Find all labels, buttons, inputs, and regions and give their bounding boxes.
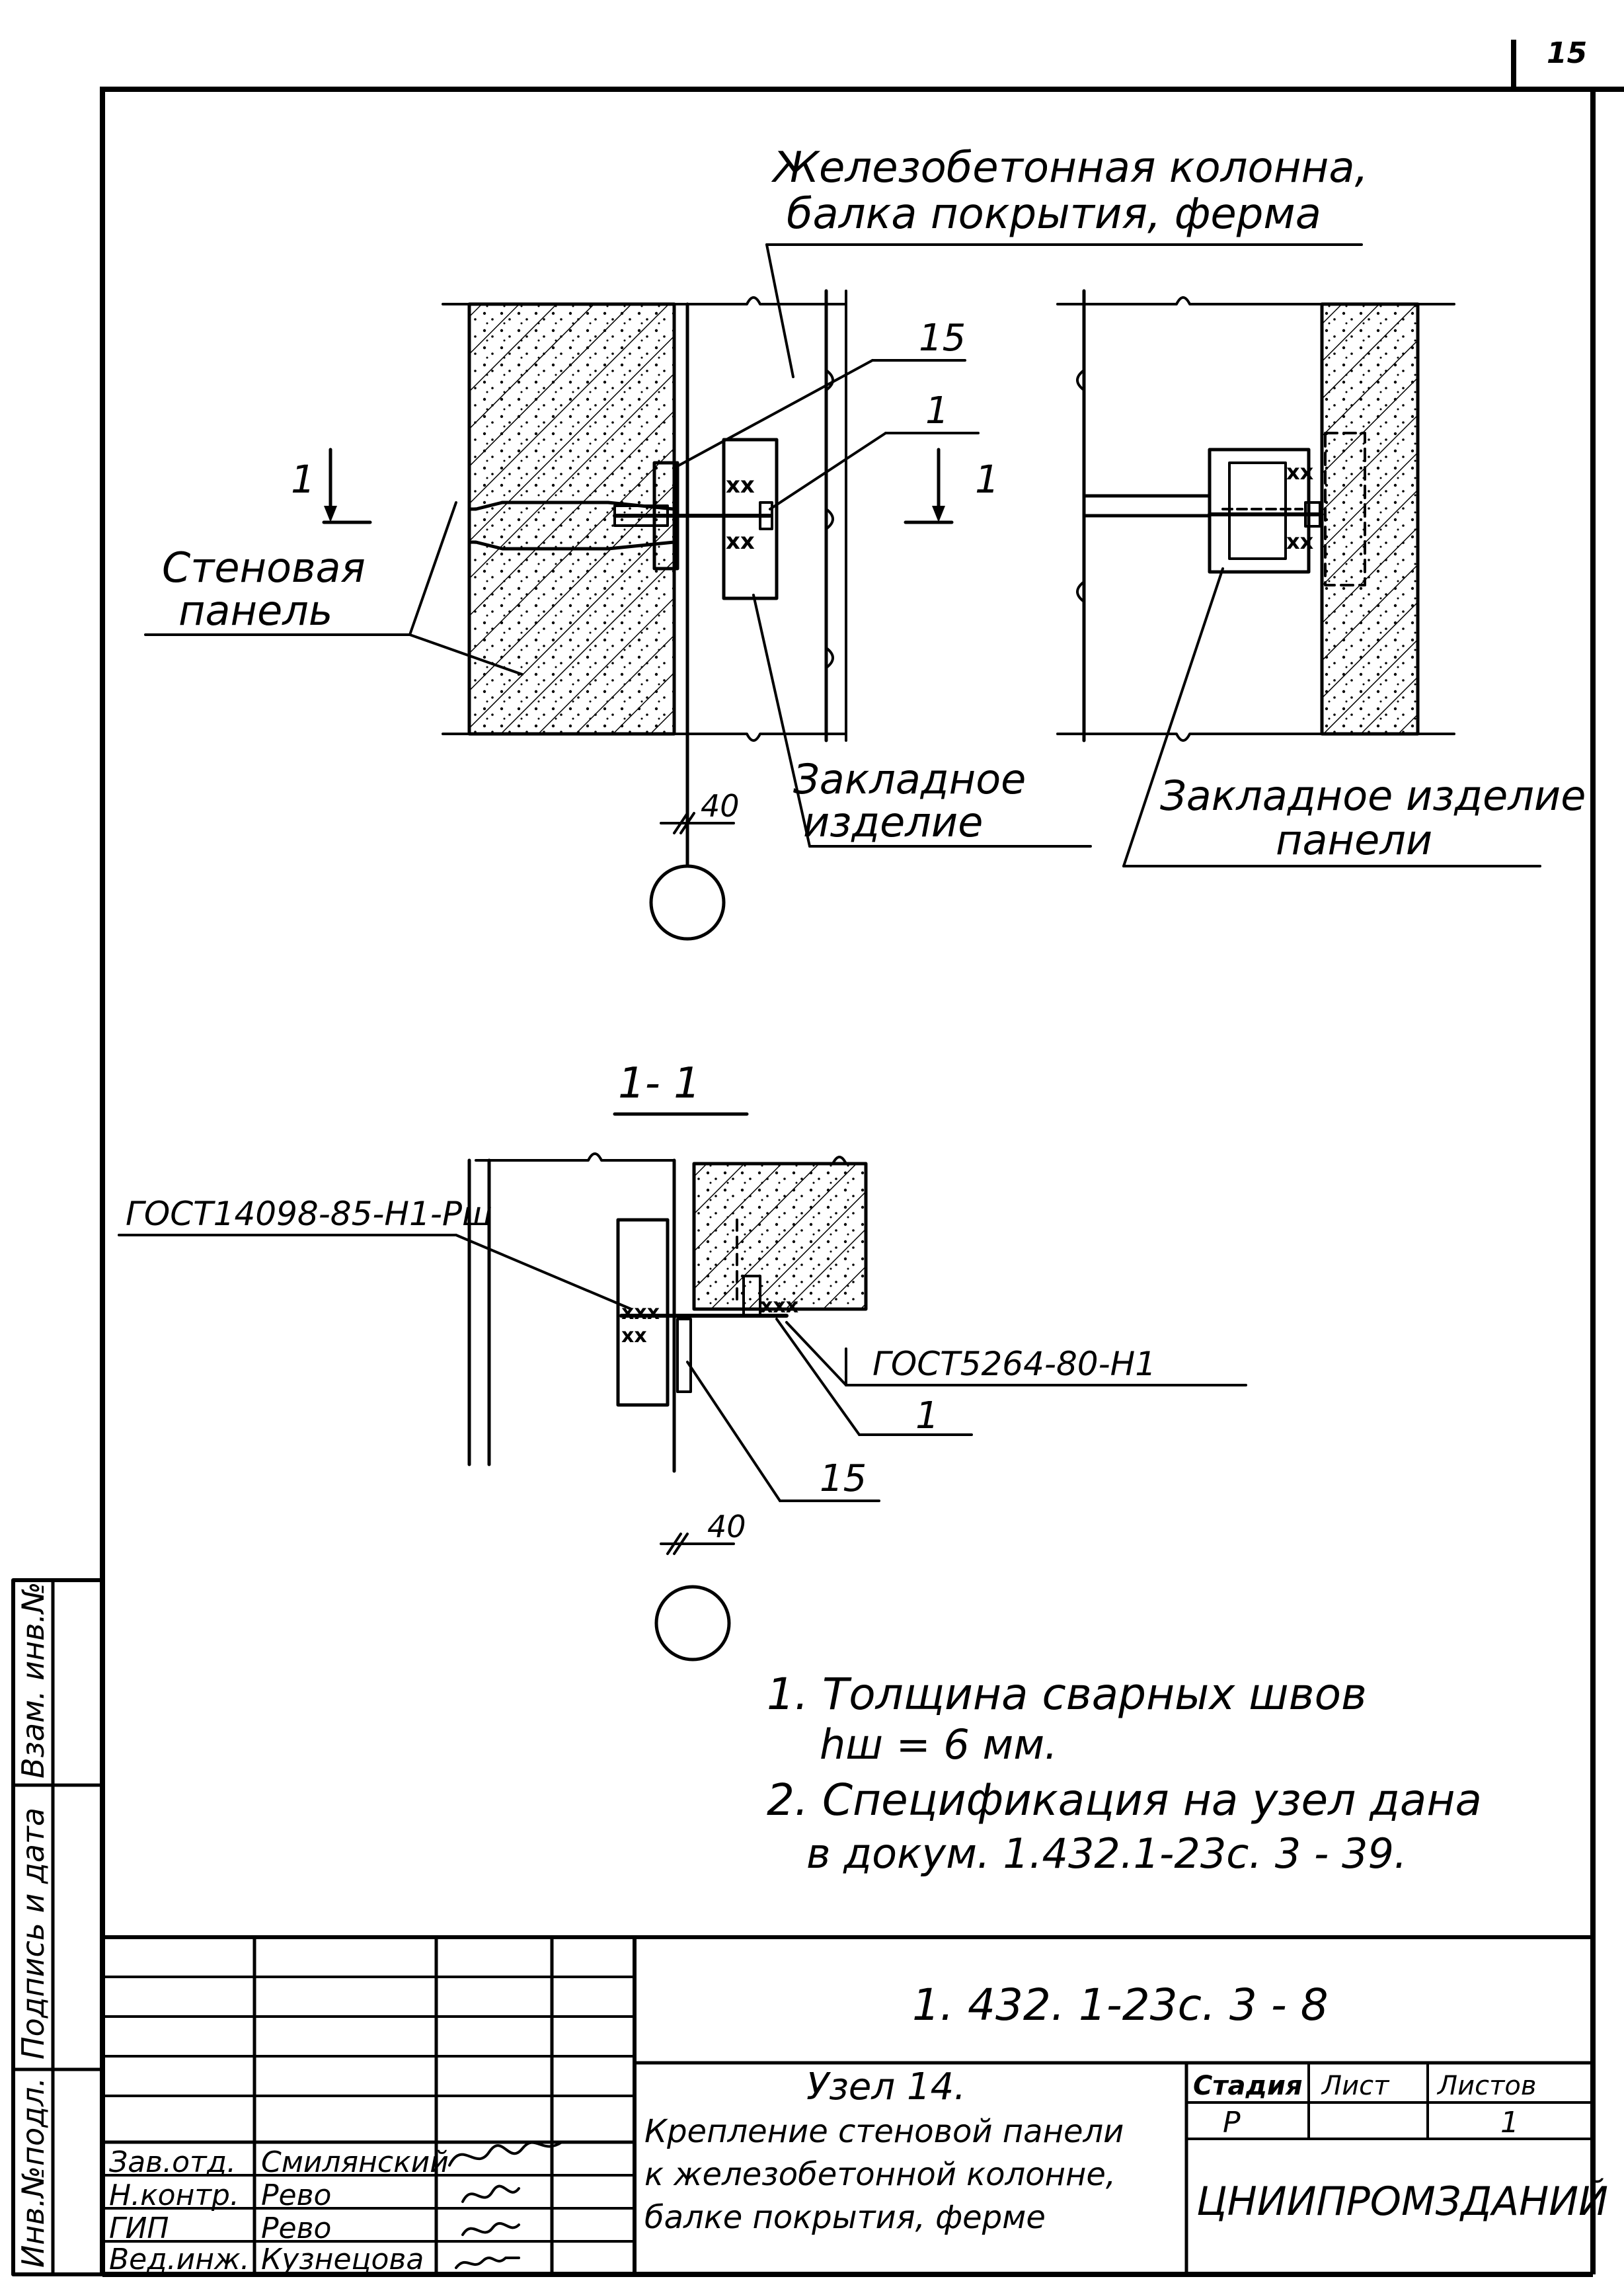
wall-panel-label-line2: панель xyxy=(178,586,332,635)
callout-15-section: 15 xyxy=(820,1457,867,1500)
name-ved-inzh: Кузнецова xyxy=(261,2243,424,2276)
role-n-kontr: Н.контр. xyxy=(109,2179,239,2212)
role-ved-inzh: Вед.инж. xyxy=(109,2243,250,2276)
svg-text:xx: xx xyxy=(726,528,755,555)
organization: ЦНИИПРОМЗДАНИЙ xyxy=(1196,2178,1608,2225)
svg-text:xx: xx xyxy=(1286,460,1314,485)
section-mark-right: 1 xyxy=(975,457,999,502)
svg-text:xx: xx xyxy=(621,1324,647,1347)
wall-panel-label-line1: Стеновая xyxy=(162,543,366,592)
dimension-40-section: 40 xyxy=(707,1509,746,1544)
name-gip: Рево xyxy=(261,2212,331,2245)
note-2-line1: 2. Спецификация на узел дана xyxy=(767,1775,1482,1825)
stage-value: Р xyxy=(1223,2106,1241,2140)
svg-text:xxx: xxx xyxy=(760,1295,798,1318)
svg-text:xxx: xxx xyxy=(621,1301,660,1324)
role-gip: ГИП xyxy=(109,2212,169,2245)
role-zav-otd: Зав.отд. xyxy=(109,2145,236,2179)
stamp-sign-date: Подпись и дата xyxy=(15,1808,51,2060)
signatures xyxy=(448,2141,563,2269)
section-mark-left: 1 xyxy=(291,457,315,502)
callout-15-view1: 15 xyxy=(919,317,966,360)
title-desc-line2: к железобетонной колонне, xyxy=(644,2156,1116,2193)
sheet-header: Лист xyxy=(1321,2071,1390,2101)
sheet-frame xyxy=(100,40,1624,2277)
node-title: Узел 14. xyxy=(806,2065,966,2108)
sheets-value: 1 xyxy=(1500,2106,1519,2140)
wall-panel-right xyxy=(1301,302,1455,736)
section-title: 1- 1 xyxy=(618,1059,701,1108)
name-n-kontr: Рево xyxy=(261,2179,331,2212)
svg-text:xx: xx xyxy=(726,472,755,499)
dimension-40-view1: 40 xyxy=(701,788,740,824)
gost-weld-label: ГОСТ5264-80-Н1 xyxy=(872,1345,1156,1383)
embedded-item-label-line1: Закладное xyxy=(793,755,1026,803)
note-1-line1: 1. Толщина сварных швов xyxy=(767,1669,1367,1720)
sheets-header: Листов xyxy=(1436,2071,1536,2101)
rc-column-view2: xx xx xyxy=(1056,289,1324,742)
rc-column-label-line2: балка покрытия, ферма xyxy=(787,190,1321,239)
panel-embedded-label-line1: Закладное изделие xyxy=(1160,772,1586,820)
title-desc-line3: балке покрытия, ферме xyxy=(644,2199,1046,2236)
note-2-line2: в докум. 1.432.1-23с. 3 - 39. xyxy=(806,1829,1407,1878)
side-stamp: Взам. инв.№ Подпись и дата Инв.№подл. xyxy=(11,1578,104,2276)
name-zav-otd: Смилянский xyxy=(261,2145,449,2179)
title-desc-line1: Крепление стеновой панели xyxy=(644,2113,1124,2150)
embedded-plate-view1: xx xx xyxy=(613,438,779,600)
stamp-inv-vzam: Взам. инв.№ xyxy=(15,1581,51,1779)
embedded-item-label-line2: изделие xyxy=(803,798,983,846)
callout-1-section: 1 xyxy=(915,1394,939,1437)
callout-1-view1: 1 xyxy=(925,389,949,432)
stage-header: Стадия xyxy=(1193,2071,1303,2101)
rc-column-label-line1: Железобетонная колонна, xyxy=(771,143,1368,192)
svg-text:xx: xx xyxy=(1286,529,1314,554)
panel-embedded-label-line2: панели xyxy=(1276,816,1432,864)
rc-column-view1 xyxy=(685,289,847,868)
gost-bolt-label: ГОСТ14098-85-Н1-Рш xyxy=(126,1195,492,1233)
wall-panel-section xyxy=(442,302,689,736)
title-block xyxy=(100,1935,1595,2276)
document-code: 1. 432. 1-23с. 3 - 8 xyxy=(912,1980,1329,2030)
note-1-line2: hш = 6 мм. xyxy=(820,1720,1058,1769)
page-number: 15 xyxy=(1547,36,1587,70)
stamp-inv-podl: Инв.№подл. xyxy=(15,2077,51,2268)
section-1-1: xxx xx xxx xyxy=(467,1152,868,1473)
